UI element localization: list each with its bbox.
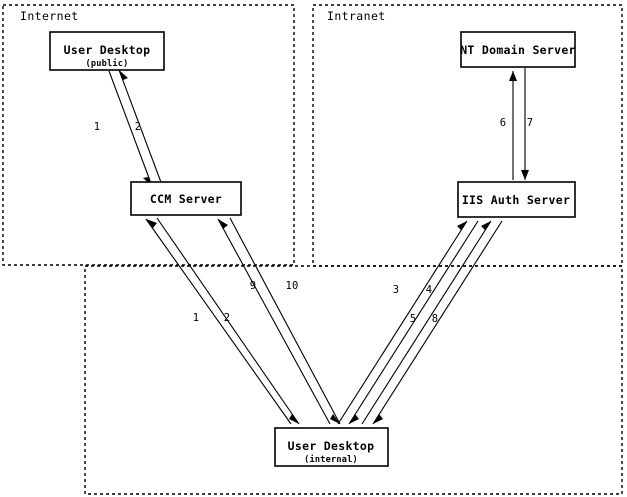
step-label-7: 7: [527, 117, 534, 129]
step-label-1-internal: 1: [193, 312, 200, 324]
zone-label-internet: Internet: [20, 9, 79, 23]
flow-8-iis-to-internal-desktop: [372, 220, 503, 425]
step-label-5: 5: [410, 313, 417, 325]
step-label-9: 9: [250, 280, 257, 292]
step-label-group: 1 2 1 2 3 4 5 6 7 8 9 10: [94, 117, 534, 325]
step-label-8: 8: [432, 313, 439, 325]
node-box: [49, 31, 165, 71]
node-title: NT Domain Server: [460, 43, 576, 57]
node-title: User Desktop: [288, 439, 375, 453]
zone-internet-boundary: [2, 4, 295, 266]
step-label-1-public: 1: [94, 121, 101, 133]
flow-1-public-desktop-to-ccm: [108, 70, 153, 187]
step-label-2-internal: 2: [224, 312, 231, 324]
node-box: [274, 427, 389, 467]
node-box: [460, 31, 576, 68]
node-subtitle: (internal): [304, 454, 358, 465]
flow-3-internal-desktop-to-iis: [337, 220, 468, 425]
flow-10-ccm-to-internal-desktop: [229, 217, 341, 425]
node-user-desktop-public[interactable]: User Desktop (public): [49, 31, 165, 71]
zone-intranet-boundary: [312, 4, 623, 267]
node-subtitle: (public): [86, 58, 129, 69]
node-nt-domain-server[interactable]: NT Domain Server: [460, 31, 576, 68]
node-box: [457, 181, 576, 218]
flow-4-iis-to-internal-desktop: [348, 220, 479, 425]
flow-2-ccm-to-internal-desktop: [156, 217, 300, 425]
step-label-3: 3: [393, 284, 400, 296]
step-label-10: 10: [285, 280, 298, 292]
step-label-2-public: 2: [135, 121, 142, 133]
flow-2-ccm-to-public-desktop: [118, 69, 163, 186]
node-iis-auth-server[interactable]: IIS Auth Server: [457, 181, 576, 218]
flow-5-internal-desktop-to-iis: [361, 220, 492, 425]
node-title: User Desktop: [64, 43, 151, 57]
node-title: IIS Auth Server: [462, 193, 570, 207]
step-label-4: 4: [426, 284, 433, 296]
node-title: CCM Server: [150, 192, 222, 206]
node-box: [130, 181, 242, 216]
flow-7-nt-domain-to-iis: [521, 68, 529, 180]
zone-group: [2, 4, 623, 495]
node-ccm-server[interactable]: CCM Server: [130, 181, 242, 216]
flow-1-internal-desktop-to-ccm: [145, 218, 292, 425]
node-user-desktop-internal[interactable]: User Desktop (internal): [274, 427, 389, 467]
step-label-6: 6: [500, 117, 507, 129]
flow-6-iis-to-nt-domain: [509, 71, 517, 180]
zone-label-intranet: Intranet: [327, 9, 386, 23]
zone-internal-boundary: [84, 265, 623, 495]
flow-9-internal-desktop-to-ccm: [217, 218, 331, 425]
